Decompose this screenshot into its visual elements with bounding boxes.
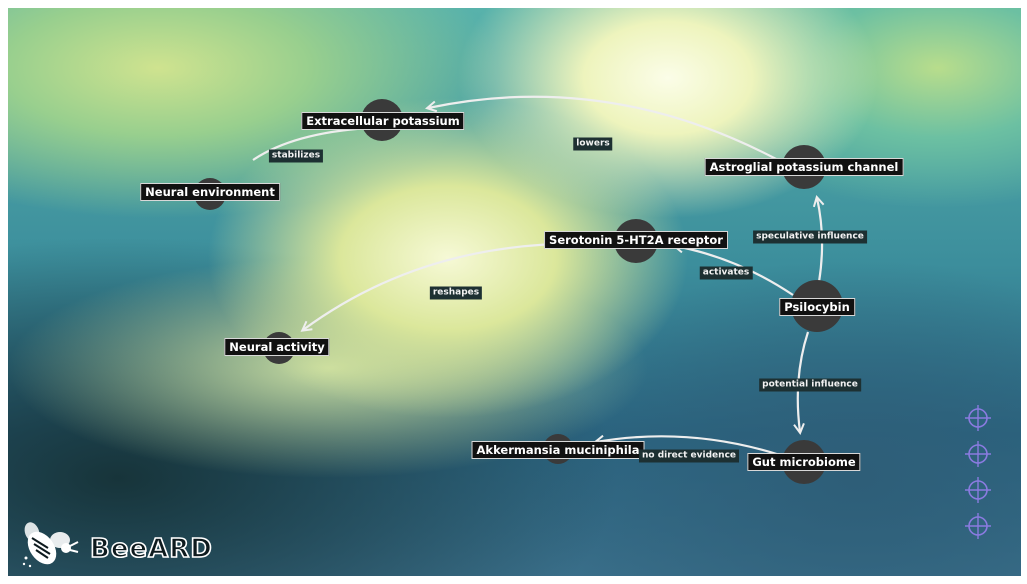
edge-layer	[252, 95, 1021, 457]
edge-label-activates: activates	[699, 266, 753, 280]
crosshair-icon[interactable]	[964, 512, 992, 540]
crosshair-icon[interactable]	[964, 440, 992, 468]
crosshair-icon[interactable]	[964, 476, 992, 504]
edge-activates	[675, 246, 794, 296]
edge-lowers	[428, 95, 779, 161]
node-akkermansia[interactable]: Akkermansia muciniphila	[471, 441, 645, 459]
edge-label-reshapes: reshapes	[429, 286, 483, 300]
edge-label-no-direct-evidence: no direct evidence	[638, 449, 740, 463]
node-extracellular-potassium[interactable]: Extracellular potassium	[301, 112, 465, 130]
node-neural-environment[interactable]: Neural environment	[140, 183, 280, 201]
edge-label-speculative-influence: speculative influence	[753, 230, 867, 244]
edge-label-stabilizes: stabilizes	[268, 149, 324, 163]
bee-icon	[22, 522, 79, 568]
node-serotonin-receptor[interactable]: Serotonin 5-HT2A receptor	[544, 231, 728, 249]
side-icon-stack	[964, 404, 994, 554]
beeard-logo: BeeARD	[20, 518, 235, 576]
node-astroglial-channel[interactable]: Astroglial potassium channel	[704, 158, 904, 176]
node-gut-microbiome[interactable]: Gut microbiome	[747, 453, 861, 471]
crosshair-icon[interactable]	[964, 404, 992, 432]
edge-label-lowers: lowers	[573, 137, 613, 151]
node-neural-activity[interactable]: Neural activity	[224, 338, 330, 356]
node-psilocybin[interactable]: Psilocybin	[779, 298, 855, 316]
edge-no-direct-evidence	[596, 436, 781, 457]
logo-text: BeeARD	[89, 533, 213, 565]
diagram-canvas: Extracellular potassium Neural environme…	[8, 8, 1021, 576]
edge-label-potential-influence: potential influence	[759, 378, 861, 392]
